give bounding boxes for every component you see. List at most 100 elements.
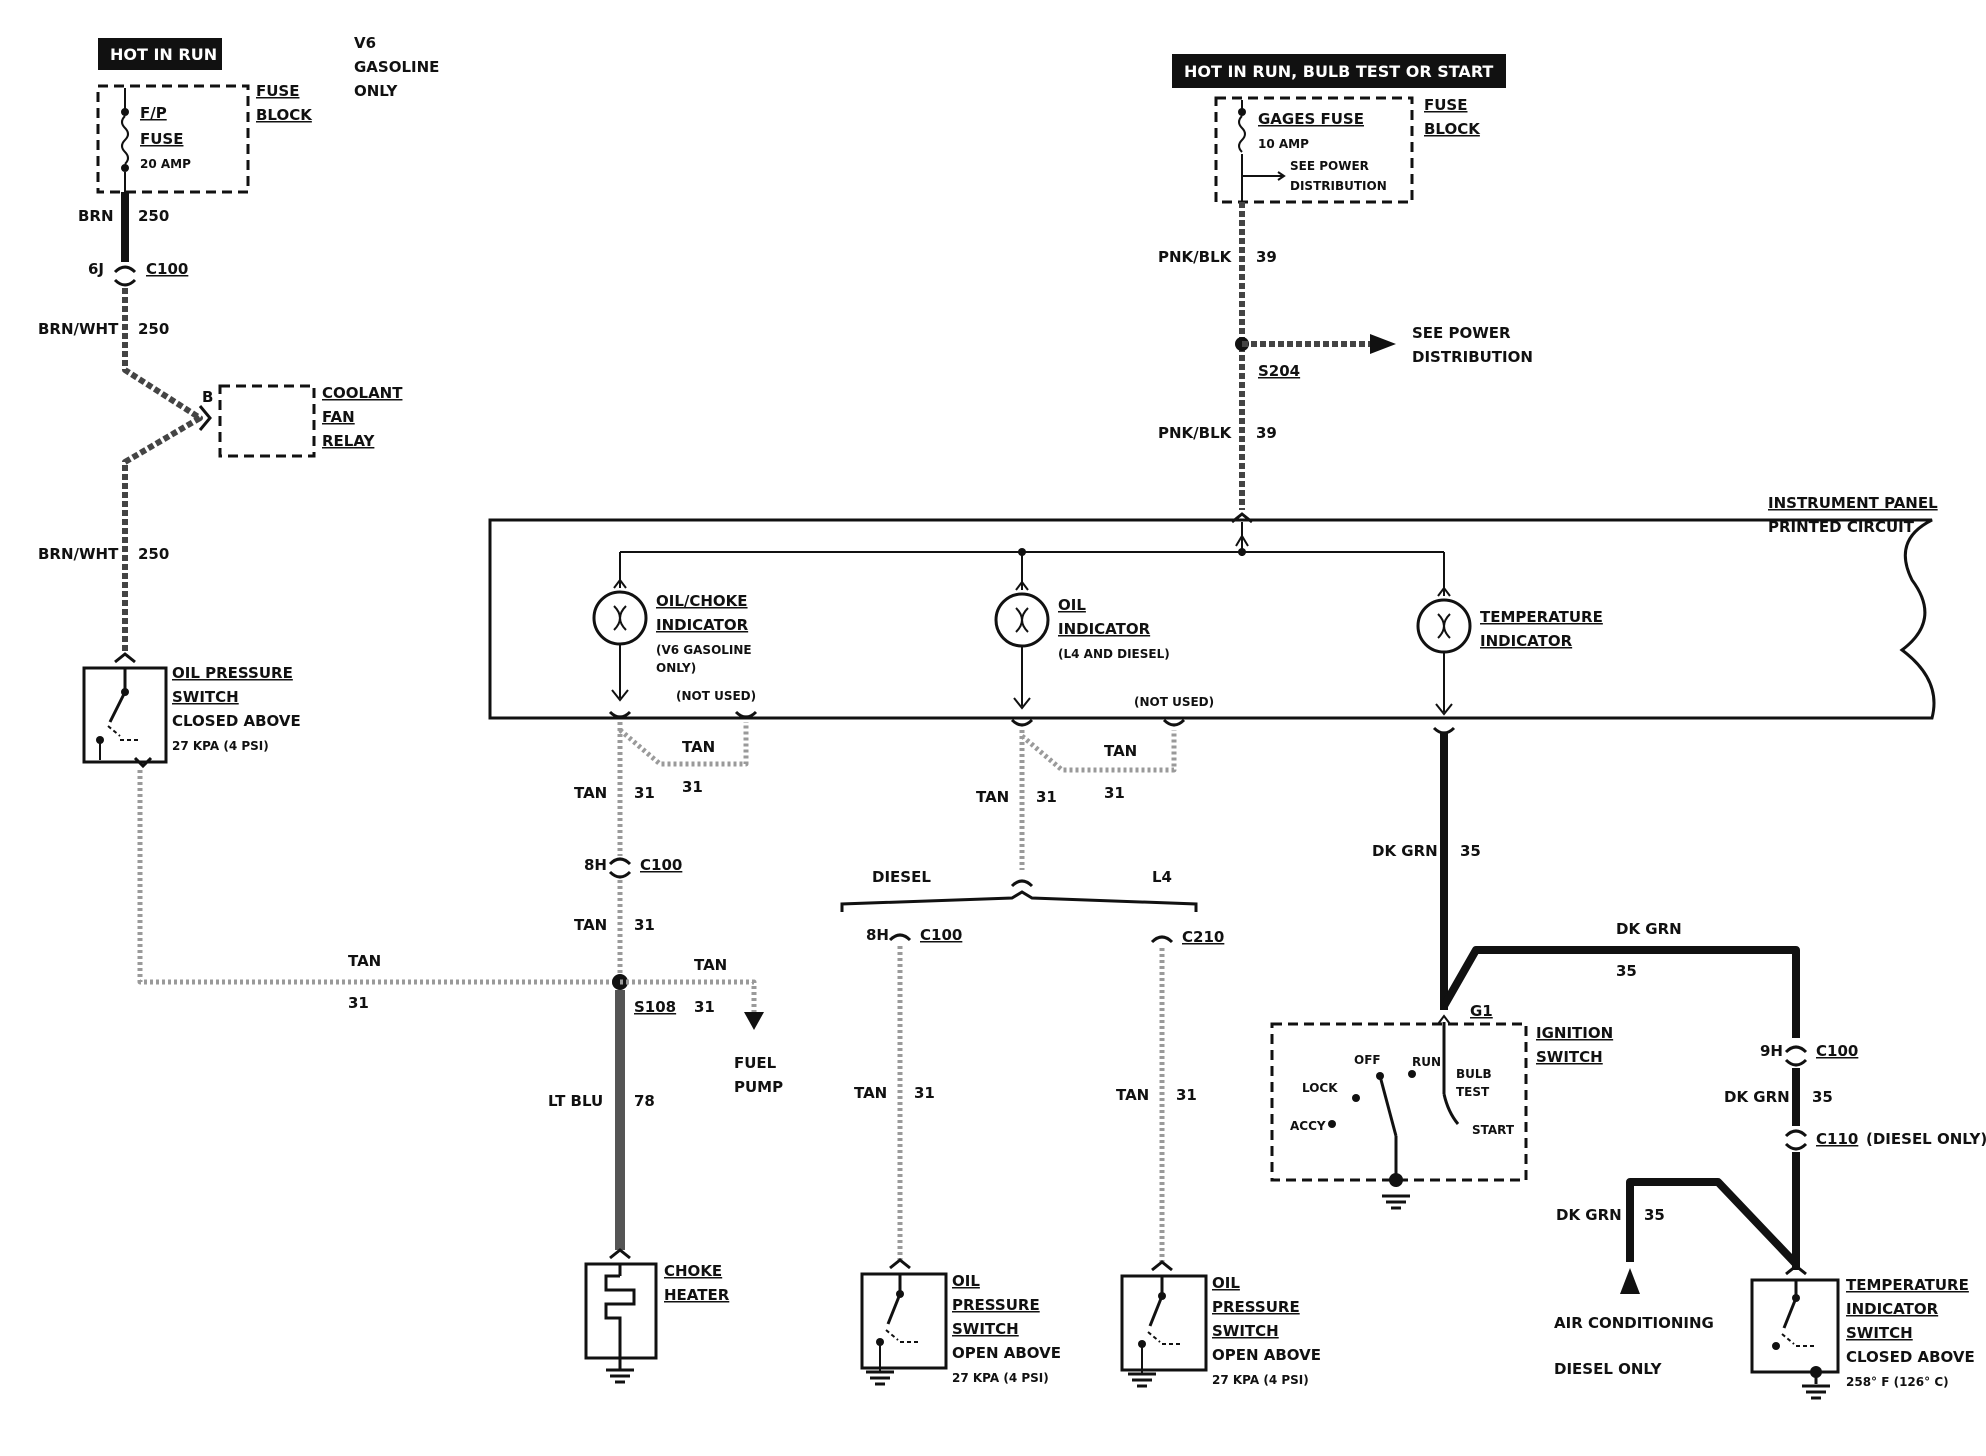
svg-text:250: 250 [138, 207, 169, 225]
svg-text:LOCK: LOCK [1302, 1081, 1338, 1095]
svg-text:ONLY): ONLY) [656, 661, 696, 675]
svg-text:B: B [202, 388, 213, 406]
fuse-block-right: GAGES FUSE 10 AMP SEE POWER DISTRIBUTION… [1214, 96, 1481, 204]
svg-text:DK GRN: DK GRN [1616, 920, 1682, 938]
fuse-name-fp: F/P [140, 104, 167, 122]
instrument-panel-printed-circuit: INSTRUMENT PANEL PRINTED CIRCUIT [488, 494, 1938, 720]
svg-text:C210: C210 [1182, 928, 1224, 946]
svg-text:FUSE: FUSE [1424, 96, 1467, 114]
svg-text:SEE POWER: SEE POWER [1290, 159, 1369, 173]
svg-text:SWITCH: SWITCH [952, 1320, 1019, 1338]
svg-text:6J: 6J [88, 260, 104, 278]
svg-text:10 AMP: 10 AMP [1258, 137, 1309, 151]
wire-dk-grn-35-temp [1440, 946, 1800, 1038]
svg-text:IGNITION: IGNITION [1536, 1024, 1613, 1042]
oil-pressure-switch-diesel: 8H C100 TAN 31 OIL PRESSURE SWITCH OPEN … [854, 926, 1061, 1386]
splice-s204: S204 [1235, 334, 1396, 380]
svg-text:27 KPA (4 PSI): 27 KPA (4 PSI) [952, 1371, 1049, 1385]
svg-text:TAN: TAN [574, 916, 607, 934]
oil-choke-wiring: TAN 31 TAN 31 8H C100 TAN 31 [574, 710, 758, 982]
svg-text:HOT IN RUN, BULB TEST OR STAR: HOT IN RUN, BULB TEST OR START [1184, 62, 1493, 81]
svg-text:SWITCH: SWITCH [1212, 1322, 1279, 1340]
svg-text:PRESSURE: PRESSURE [1212, 1298, 1300, 1316]
wire-brn-wht-250 [122, 288, 203, 652]
oil-indicator: OIL INDICATOR (L4 AND DIESEL) (NOT USED) [994, 552, 1214, 710]
svg-text:C100: C100 [640, 856, 682, 874]
svg-text:INSTRUMENT PANEL: INSTRUMENT PANEL [1768, 494, 1938, 512]
svg-text:TAN: TAN [694, 956, 727, 974]
svg-text:31: 31 [1036, 788, 1057, 806]
svg-text:31: 31 [694, 998, 715, 1016]
svg-text:OIL: OIL [952, 1272, 980, 1290]
svg-text:SWITCH: SWITCH [1536, 1048, 1603, 1066]
connectors-c100-c110: 9H C100 DK GRN 35 C110 (DIESEL ONLY) [1724, 1042, 1986, 1151]
svg-text:CLOSED ABOVE: CLOSED ABOVE [172, 712, 301, 730]
fuse-block-left: F/P FUSE 20 AMP FUSE BLOCK [96, 82, 313, 194]
svg-text:C100: C100 [146, 260, 188, 278]
svg-text:31: 31 [682, 778, 703, 796]
svg-text:BRN/WHT: BRN/WHT [38, 545, 119, 563]
svg-text:RELAY: RELAY [322, 432, 376, 450]
svg-text:AIR CONDITIONING: AIR CONDITIONING [1554, 1314, 1714, 1332]
svg-text:INDICATOR: INDICATOR [1846, 1300, 1939, 1318]
fuse-name-fuse: FUSE [140, 130, 183, 148]
svg-text:31: 31 [914, 1084, 935, 1102]
svg-text:DISTRIBUTION: DISTRIBUTION [1290, 179, 1387, 193]
svg-text:9H: 9H [1760, 1042, 1783, 1060]
svg-text:FUSE: FUSE [256, 82, 299, 100]
svg-text:DK GRN: DK GRN [1372, 842, 1438, 860]
hot-in-run-bulb-test-header: HOT IN RUN, BULB TEST OR START [1172, 54, 1506, 88]
air-conditioning-diesel-branch: DK GRN 35 AIR CONDITIONING DIESEL ONLY [1554, 1152, 1800, 1378]
svg-text:PRESSURE: PRESSURE [952, 1296, 1040, 1314]
svg-text:OIL/CHOKE: OIL/CHOKE [656, 592, 748, 610]
svg-text:OIL PRESSURE: OIL PRESSURE [172, 664, 293, 682]
svg-text:258° F (126° C): 258° F (126° C) [1846, 1375, 1949, 1389]
v6-gasoline-note: V6 GASOLINE ONLY [354, 34, 439, 100]
svg-text:39: 39 [1256, 248, 1277, 266]
svg-text:31: 31 [1104, 784, 1125, 802]
svg-text:DIESEL ONLY: DIESEL ONLY [1554, 1360, 1663, 1378]
oil-pressure-switch-left: OIL PRESSURE SWITCH CLOSED ABOVE 27 KPA … [82, 652, 301, 769]
svg-text:DK GRN: DK GRN [1724, 1088, 1790, 1106]
svg-text:ACCY: ACCY [1290, 1119, 1326, 1133]
svg-text:TEMPERATURE: TEMPERATURE [1846, 1276, 1969, 1294]
svg-text:PRINTED CIRCUIT: PRINTED CIRCUIT [1768, 518, 1915, 536]
svg-text:COOLANT: COOLANT [322, 384, 403, 402]
svg-text:BLOCK: BLOCK [256, 106, 313, 124]
svg-text:BRN: BRN [78, 207, 114, 225]
svg-text:SWITCH: SWITCH [172, 688, 239, 706]
svg-text:35: 35 [1644, 1206, 1665, 1224]
svg-text:PNK/BLK: PNK/BLK [1158, 248, 1233, 266]
svg-text:S108: S108 [634, 998, 676, 1016]
oil-pressure-switch-l4: C210 TAN 31 OIL PRESSURE SWITCH OPEN ABO… [1116, 928, 1321, 1388]
svg-text:SWITCH: SWITCH [1846, 1324, 1913, 1342]
svg-text:TAN: TAN [976, 788, 1009, 806]
svg-text:OPEN ABOVE: OPEN ABOVE [952, 1344, 1061, 1362]
svg-text:INDICATOR: INDICATOR [1480, 632, 1573, 650]
svg-text:TAN: TAN [574, 784, 607, 802]
svg-text:(DIESEL ONLY): (DIESEL ONLY) [1866, 1130, 1986, 1148]
svg-text:BRN/WHT: BRN/WHT [38, 320, 119, 338]
svg-text:GASOLINE: GASOLINE [354, 58, 439, 76]
svg-text:G1: G1 [1470, 1002, 1493, 1020]
oil-indicator-wiring: TAN 31 TAN 31 DIESEL L4 [840, 718, 1198, 912]
svg-text:27 KPA (4 PSI): 27 KPA (4 PSI) [1212, 1373, 1309, 1387]
svg-text:35: 35 [1812, 1088, 1833, 1106]
svg-text:OFF: OFF [1354, 1053, 1381, 1067]
svg-text:INDICATOR: INDICATOR [1058, 620, 1151, 638]
svg-text:78: 78 [634, 1092, 655, 1110]
svg-text:31: 31 [634, 784, 655, 802]
svg-text:31: 31 [634, 916, 655, 934]
svg-text:TEST: TEST [1456, 1085, 1490, 1099]
svg-text:S204: S204 [1258, 362, 1300, 380]
temperature-indicator: TEMPERATURE INDICATOR [1416, 552, 1603, 716]
coolant-fan-relay: B COOLANT FAN RELAY [198, 384, 403, 458]
svg-text:27 KPA (4 PSI): 27 KPA (4 PSI) [172, 739, 269, 753]
svg-text:8H: 8H [866, 926, 889, 944]
svg-text:(L4 AND DIESEL): (L4 AND DIESEL) [1058, 647, 1170, 661]
choke-heater: CHOKE HEATER [584, 1248, 730, 1384]
svg-text:OIL: OIL [1058, 596, 1086, 614]
svg-text:V6: V6 [354, 34, 376, 52]
